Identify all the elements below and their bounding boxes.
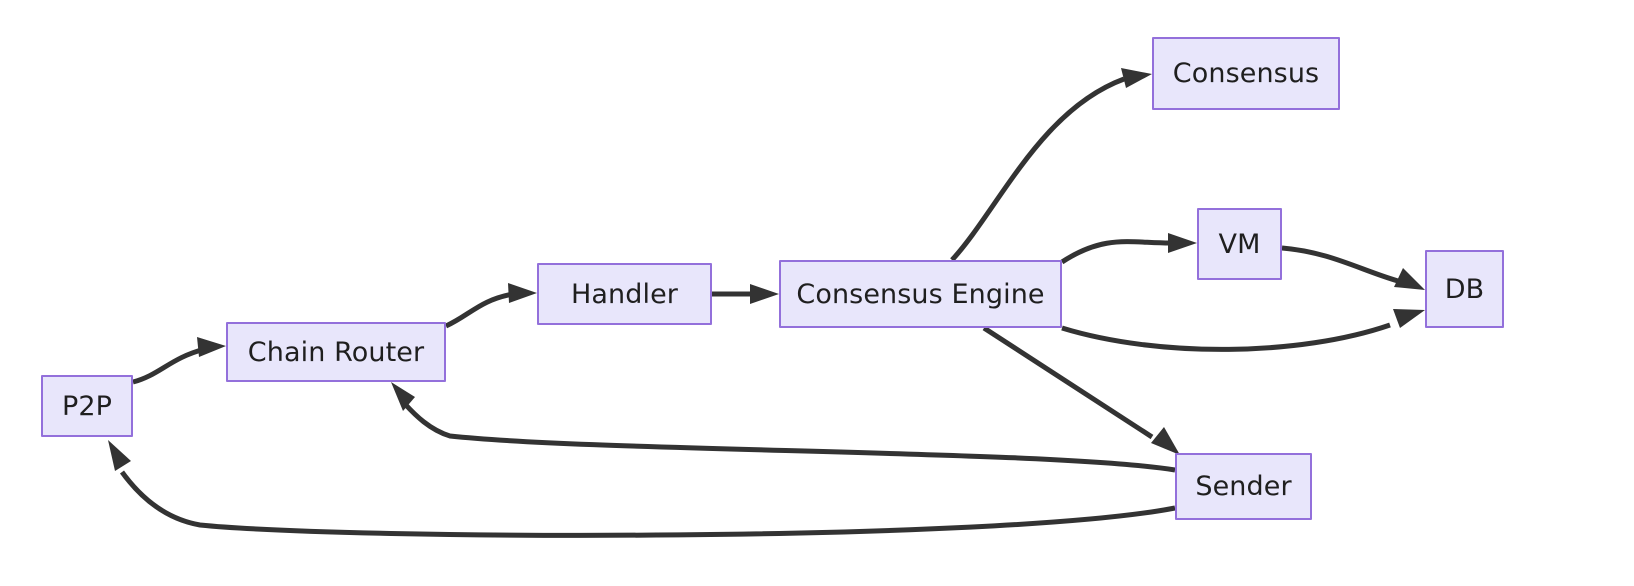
arrowhead-icon <box>750 284 779 304</box>
node-handler[interactable]: Handler <box>537 263 712 325</box>
node-label-consensus-engine: Consensus Engine <box>796 278 1045 310</box>
edge-p2p-to-chain-router <box>132 337 226 385</box>
edge-handler-to-consensus-engine <box>712 284 779 304</box>
edge-consensus-engine-to-db <box>1061 309 1425 352</box>
arrowhead-icon <box>108 440 131 471</box>
arrowhead-icon <box>508 283 537 303</box>
edge-sender-to-chain-router <box>391 382 1176 473</box>
edge-consensus-engine-to-consensus <box>950 68 1152 262</box>
arrowhead-icon <box>1121 68 1152 88</box>
node-label-handler: Handler <box>570 278 678 310</box>
node-chain-router[interactable]: Chain Router <box>226 322 446 382</box>
arrowhead-icon <box>1393 309 1425 328</box>
node-label-vm: VM <box>1218 228 1261 260</box>
node-label-db: DB <box>1444 273 1485 305</box>
arrowhead-icon <box>1394 268 1425 290</box>
edge-vm-to-db <box>1281 245 1425 290</box>
edge-consensus-engine-to-sender <box>982 325 1180 455</box>
arrowhead-icon <box>1151 427 1180 455</box>
arrowhead-icon <box>1168 233 1197 253</box>
node-label-chain-router: Chain Router <box>247 336 425 368</box>
arrowhead-icon <box>197 337 226 357</box>
node-db[interactable]: DB <box>1425 250 1504 328</box>
node-consensus[interactable]: Consensus <box>1152 37 1340 110</box>
node-label-consensus: Consensus <box>1172 58 1320 89</box>
edge-chain-router-to-handler <box>444 283 537 329</box>
edge-consensus-engine-to-vm <box>1060 233 1197 265</box>
edge-sender-to-p2p <box>108 440 1176 538</box>
node-label-p2p: P2P <box>61 390 113 422</box>
node-label-sender: Sender <box>1195 471 1292 502</box>
node-p2p[interactable]: P2P <box>41 375 133 437</box>
node-consensus-engine[interactable]: Consensus Engine <box>779 260 1062 328</box>
node-sender[interactable]: Sender <box>1175 453 1312 520</box>
arrowhead-icon <box>391 382 415 411</box>
node-vm[interactable]: VM <box>1197 208 1282 280</box>
